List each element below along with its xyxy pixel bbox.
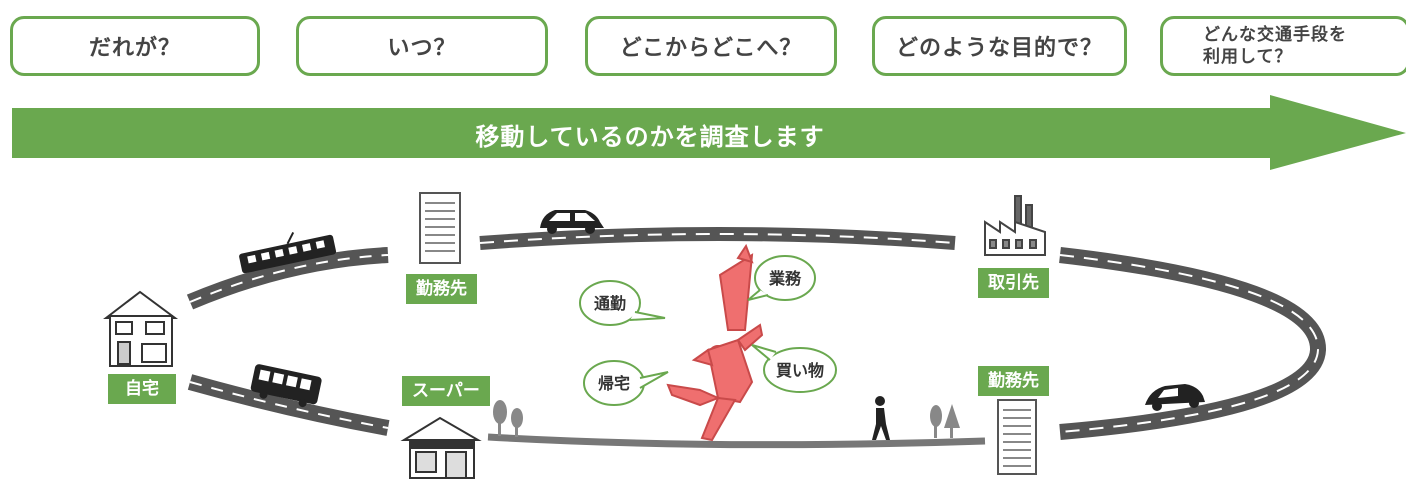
question-purpose-label: どのような目的で？ (895, 36, 1103, 61)
bubble-business: 業務 (747, 255, 816, 301)
question-when: いつ？ (296, 16, 548, 76)
home-building-icon (103, 290, 179, 367)
question-when-label: いつ？ (387, 36, 457, 61)
question-who: だれが？ (10, 16, 260, 76)
question-transport-line1: どんな交通手段を (1203, 25, 1347, 45)
office-building-left-icon (419, 192, 461, 264)
place-tag-office-right: 勤務先 (978, 366, 1049, 396)
survey-arrow (12, 95, 1406, 170)
question-who-label: だれが？ (88, 36, 181, 61)
bubble-shopping-label: 買い物 (776, 361, 824, 380)
car-icon (1145, 384, 1205, 411)
survey-arrow-text: 移動しているのかを調査します (475, 123, 825, 151)
car-icon (540, 210, 604, 234)
bubble-commute: 通勤 (579, 280, 666, 326)
factory-icon (984, 195, 1046, 256)
supermarket-icon (400, 416, 482, 479)
question-transport-line2: 利用して？ (1203, 47, 1293, 67)
bubble-return-home: 帰宅 (583, 360, 669, 406)
place-tag-home: 自宅 (108, 374, 176, 404)
tree-icon (493, 400, 960, 438)
train-icon (239, 231, 337, 274)
question-where: どこからどこへ？ (585, 16, 837, 76)
place-tag-office-left: 勤務先 (406, 274, 477, 304)
bus-icon (250, 364, 322, 408)
traveler-figure-icon (666, 243, 764, 442)
question-transport: どんな交通手段を 利用して？ (1160, 16, 1406, 76)
question-purpose: どのような目的で？ (872, 16, 1127, 76)
road-network (186, 227, 1327, 449)
place-tag-supermarket: スーパー (402, 376, 490, 406)
bubble-return-home-label: 帰宅 (598, 374, 630, 393)
office-building-right-icon (997, 399, 1037, 475)
bubble-business-label: 業務 (768, 269, 802, 288)
pedestrian-icon (872, 396, 890, 440)
place-tag-client: 取引先 (978, 268, 1049, 298)
bubble-commute-label: 通勤 (594, 294, 626, 313)
bubble-shopping: 買い物 (751, 344, 837, 393)
question-where-label: どこからどこへ？ (619, 36, 803, 61)
